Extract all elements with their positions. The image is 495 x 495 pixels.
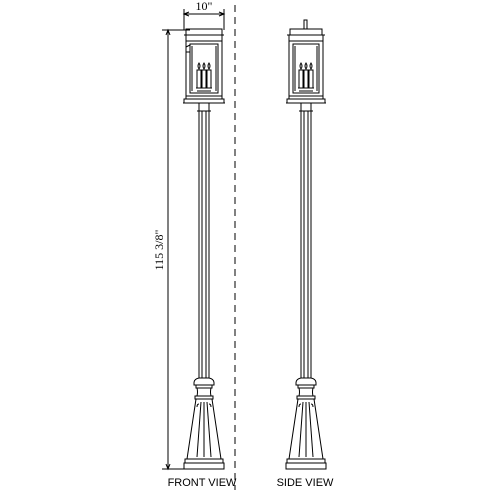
front-base [183,377,225,470]
side-lantern [286,19,326,112]
side-view-label: SIDE VIEW [277,477,334,489]
width-label: 10" [196,0,213,13]
width-dimension [182,9,226,30]
side-pole [300,111,312,379]
front-lantern [183,28,225,112]
front-pole [198,111,210,379]
side-view [285,19,327,470]
front-view [162,9,226,471]
height-label: 115 3/8" [152,230,166,271]
height-dimension [162,28,190,471]
front-view-label: FRONT VIEW [168,477,237,489]
side-base [285,377,327,470]
